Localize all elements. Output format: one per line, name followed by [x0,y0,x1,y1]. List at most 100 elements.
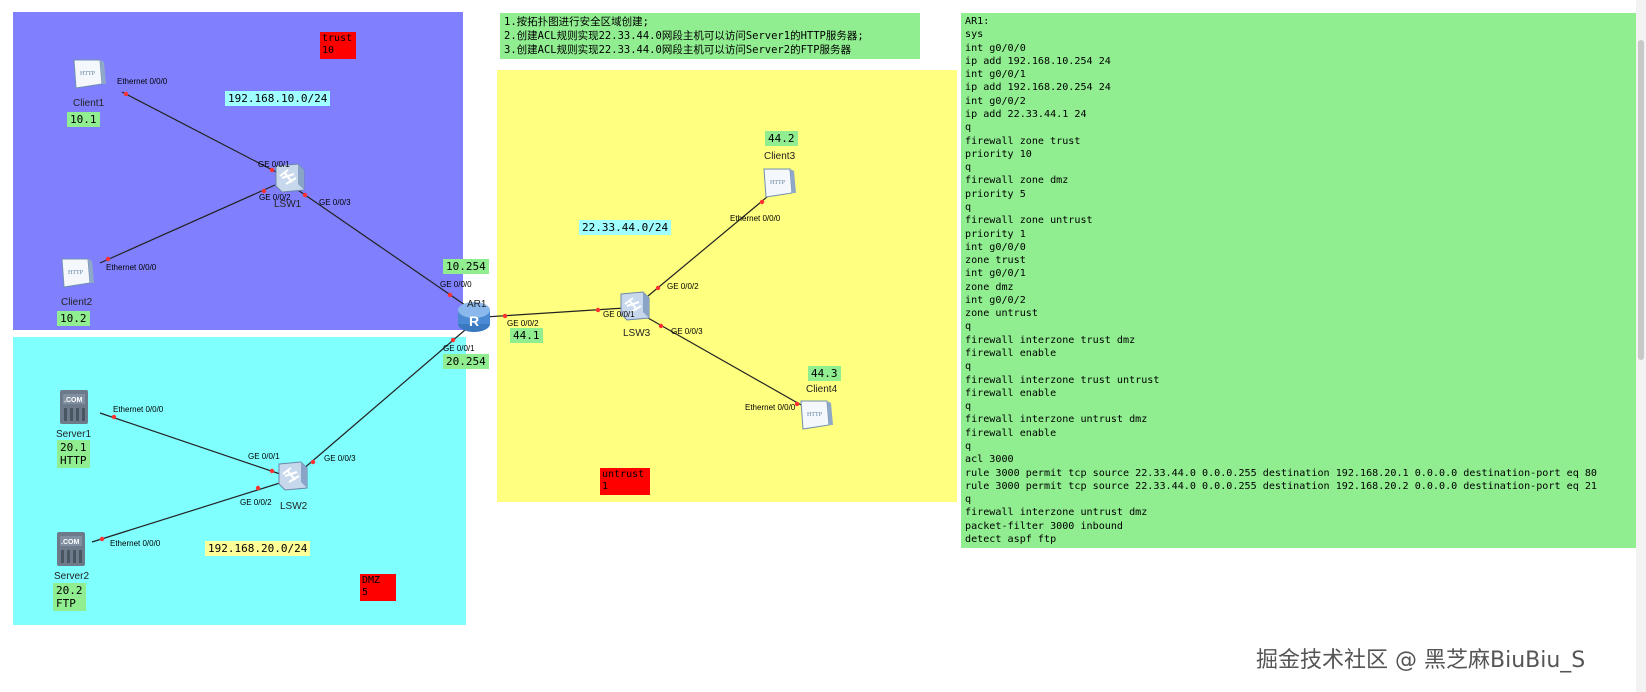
port-dot [99,536,105,542]
port-dot [255,485,261,491]
config-line: int g0/0/1 [965,69,1026,81]
config-line: priority 5 [965,188,1026,200]
link-client1-lsw1 [121,91,283,176]
client2-pc-icon[interactable]: HTTP [58,257,94,295]
lsw3-name: LSW3 [623,328,651,339]
config-line: q [965,162,972,174]
ar1-name: AR1 [467,299,487,310]
client4-pc-icon[interactable]: HTTP [797,399,833,437]
port-dot [595,307,601,313]
scrollbar-thumb[interactable] [1638,40,1644,360]
config-line: firewall zone trust [965,135,1081,147]
trust-subnet-label: 192.168.10.0/24 [225,91,331,106]
lsw2-switch-icon[interactable] [275,458,309,496]
client2-port-label: Ethernet 0/0/0 [106,263,157,272]
config-line: firewall interzone trust dmz [965,334,1136,346]
server2-service: FTP [56,597,76,610]
port-dot [261,188,267,194]
port-dot [502,313,508,319]
config-line: sys [965,29,984,41]
config-line: rule 3000 permit tcp source 22.33.44.0 0… [965,467,1598,479]
lsw3-g1-port-label: GE 0/0/1 [603,310,635,319]
link-lsw2-ar1 [301,329,466,471]
server2-ip: 20.2 [56,584,83,597]
server2-icon-text: .COM [61,539,79,546]
task-note-line: 2.创建ACL规则实现22.33.44.0网段主机可以访问Server1的HTT… [504,30,864,42]
config-line: q [965,361,972,373]
lsw1-g1-port-label: GE 0/0/1 [258,160,290,169]
port-dot [759,199,765,205]
untrust-zone-priority: 1 [602,481,609,492]
server1-service: HTTP [60,454,87,467]
config-line: firewall zone dmz [965,175,1069,187]
port-dot [105,256,111,262]
client4-pc-icon-text: HTTP [807,412,823,418]
trust-zone-tag: trust 10 [320,32,356,59]
dmz-zone-name: DMZ [362,575,381,586]
ar1-router-icon[interactable]: R [456,298,494,340]
link-server1-lsw2 [99,412,284,476]
config-line: int g0/0/2 [965,294,1026,306]
lsw1-g3-port-label: GE 0/0/3 [319,198,351,207]
config-line: q [965,122,972,134]
dmz-zone-priority: 5 [362,587,369,598]
server1-icon[interactable]: .COM [58,388,92,432]
client1-ip-label: 10.1 [67,112,100,127]
config-line: firewall enable [965,427,1057,439]
untrust-zone-tag: untrust 1 [600,468,650,495]
config-line: q [965,321,972,333]
client3-pc-icon[interactable]: HTTP [760,167,796,205]
task-notes: 1.按拓扑图进行安全区域创建;2.创建ACL规则实现22.33.44.0网段主机… [500,13,920,59]
port-dot [794,401,800,407]
client1-pc-icon-text: HTTP [80,71,96,77]
client2-name: Client2 [61,297,93,308]
link-server2-lsw2 [91,481,284,543]
config-line: packet-filter 3000 inbound [965,520,1124,532]
link-lsw3-client3 [647,191,774,297]
dmz-subnet-label: 192.168.20.0/24 [205,541,311,556]
lsw2-g1-port-label: GE 0/0/1 [248,452,280,461]
task-note-line: 3.创建ACL规则实现22.33.44.0网段主机可以访问Server2的FTP… [504,44,852,56]
config-line: firewall enable [965,348,1057,360]
port-dot [123,91,129,97]
ar1-g000-ip-label: 10.254 [443,259,489,274]
lsw1-switch-icon[interactable] [272,160,306,198]
config-line: int g0/0/1 [965,268,1026,280]
link-ar1-lsw3 [484,307,626,318]
server1-ip-label: 20.1 HTTP [57,440,90,468]
port-dot [302,192,308,198]
lsw3-switch-icon[interactable] [617,288,651,326]
server2-port-label: Ethernet 0/0/0 [110,539,161,548]
config-line: zone untrust [965,308,1038,320]
client4-name: Client4 [806,384,838,395]
link-lsw3-client4 [647,317,811,411]
ar1-router-icon-text: R [469,313,479,329]
client3-name: Client3 [764,151,796,162]
port-dot [658,323,664,329]
trust-zone-name: trust [322,33,353,44]
server1-icon-text: .COM [64,397,82,404]
lsw3-g2-port-label: GE 0/0/2 [667,282,699,291]
port-dot [269,167,275,173]
client3-port-label: Ethernet 0/0/0 [730,214,781,223]
server1-ip: 20.1 [60,441,87,454]
config-line: firewall enable [965,387,1057,399]
port-dot [269,468,275,474]
link-client2-lsw1 [99,184,276,264]
ar1-g002-ip-label: 44.1 [510,328,543,343]
server2-ip-label: 20.2 FTP [53,583,86,611]
lsw1-g2-port-label: GE 0/0/2 [259,193,291,202]
server2-icon[interactable]: .COM [55,530,89,574]
client3-ip-label: 44.2 [765,131,798,146]
untrust-zone-name: untrust [602,469,645,480]
ar1-g001-ip-label: 20.254 [443,354,489,369]
server1-name: Server1 [56,429,92,440]
client1-pc-icon[interactable]: HTTP [70,58,106,96]
client1-name: Client1 [73,98,105,109]
lsw2-g2-port-label: GE 0/0/2 [240,498,272,507]
config-line: acl 3000 [965,454,1014,466]
watermark-text: 掘金技术社区 @ 黑芝麻BiuBiu_S [1256,648,1586,673]
ar1-g2-port-label: GE 0/0/2 [507,319,539,328]
